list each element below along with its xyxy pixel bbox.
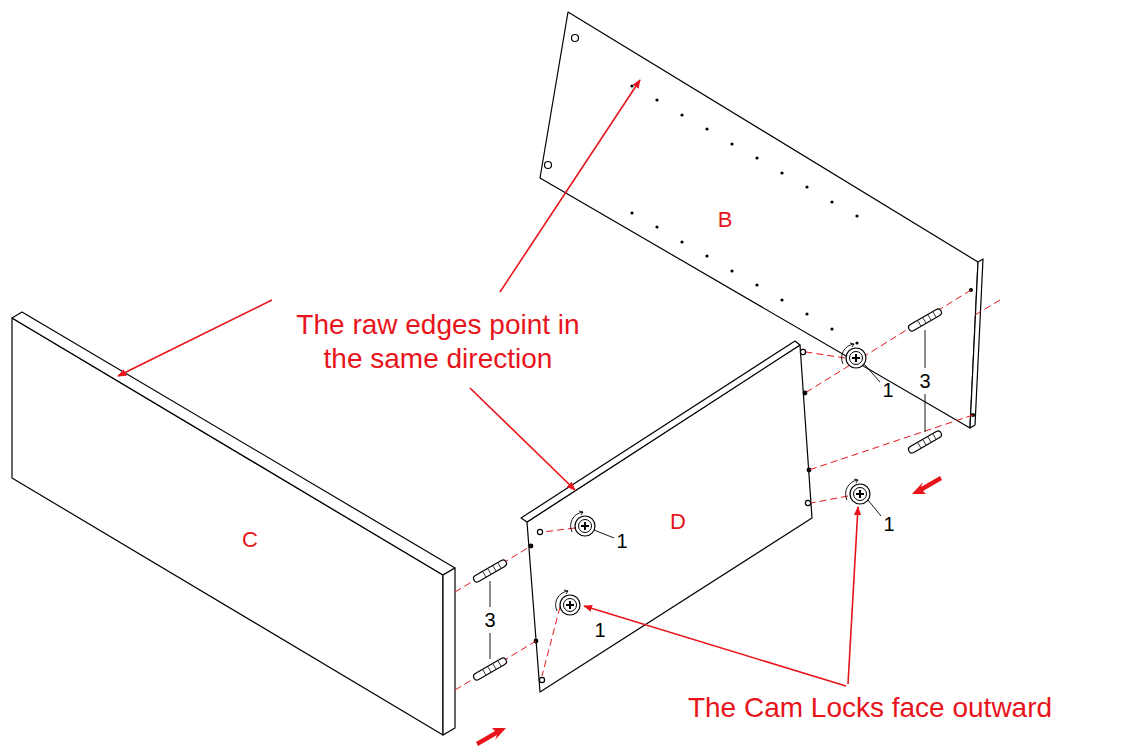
callout-number: 1 <box>883 512 894 536</box>
part-letter: B <box>718 207 733 233</box>
cam-locks <box>556 343 870 615</box>
callout-number: 1 <box>594 618 605 642</box>
callout-number: 1 <box>882 378 893 402</box>
callout-number: 1 <box>616 529 627 553</box>
note-text: The raw edges point in the same directio… <box>288 308 588 375</box>
part-letter: C <box>242 527 258 553</box>
note-text: The Cam Locks face outward <box>688 691 1052 725</box>
pointer-arrows <box>118 80 858 686</box>
callout-leaders <box>490 330 925 659</box>
callout-number: 3 <box>484 608 495 632</box>
panel-d <box>521 341 812 692</box>
callout-number: 3 <box>919 369 930 393</box>
shelf-holes <box>630 84 975 417</box>
panel-c <box>12 312 455 735</box>
part-letter: D <box>670 509 686 535</box>
